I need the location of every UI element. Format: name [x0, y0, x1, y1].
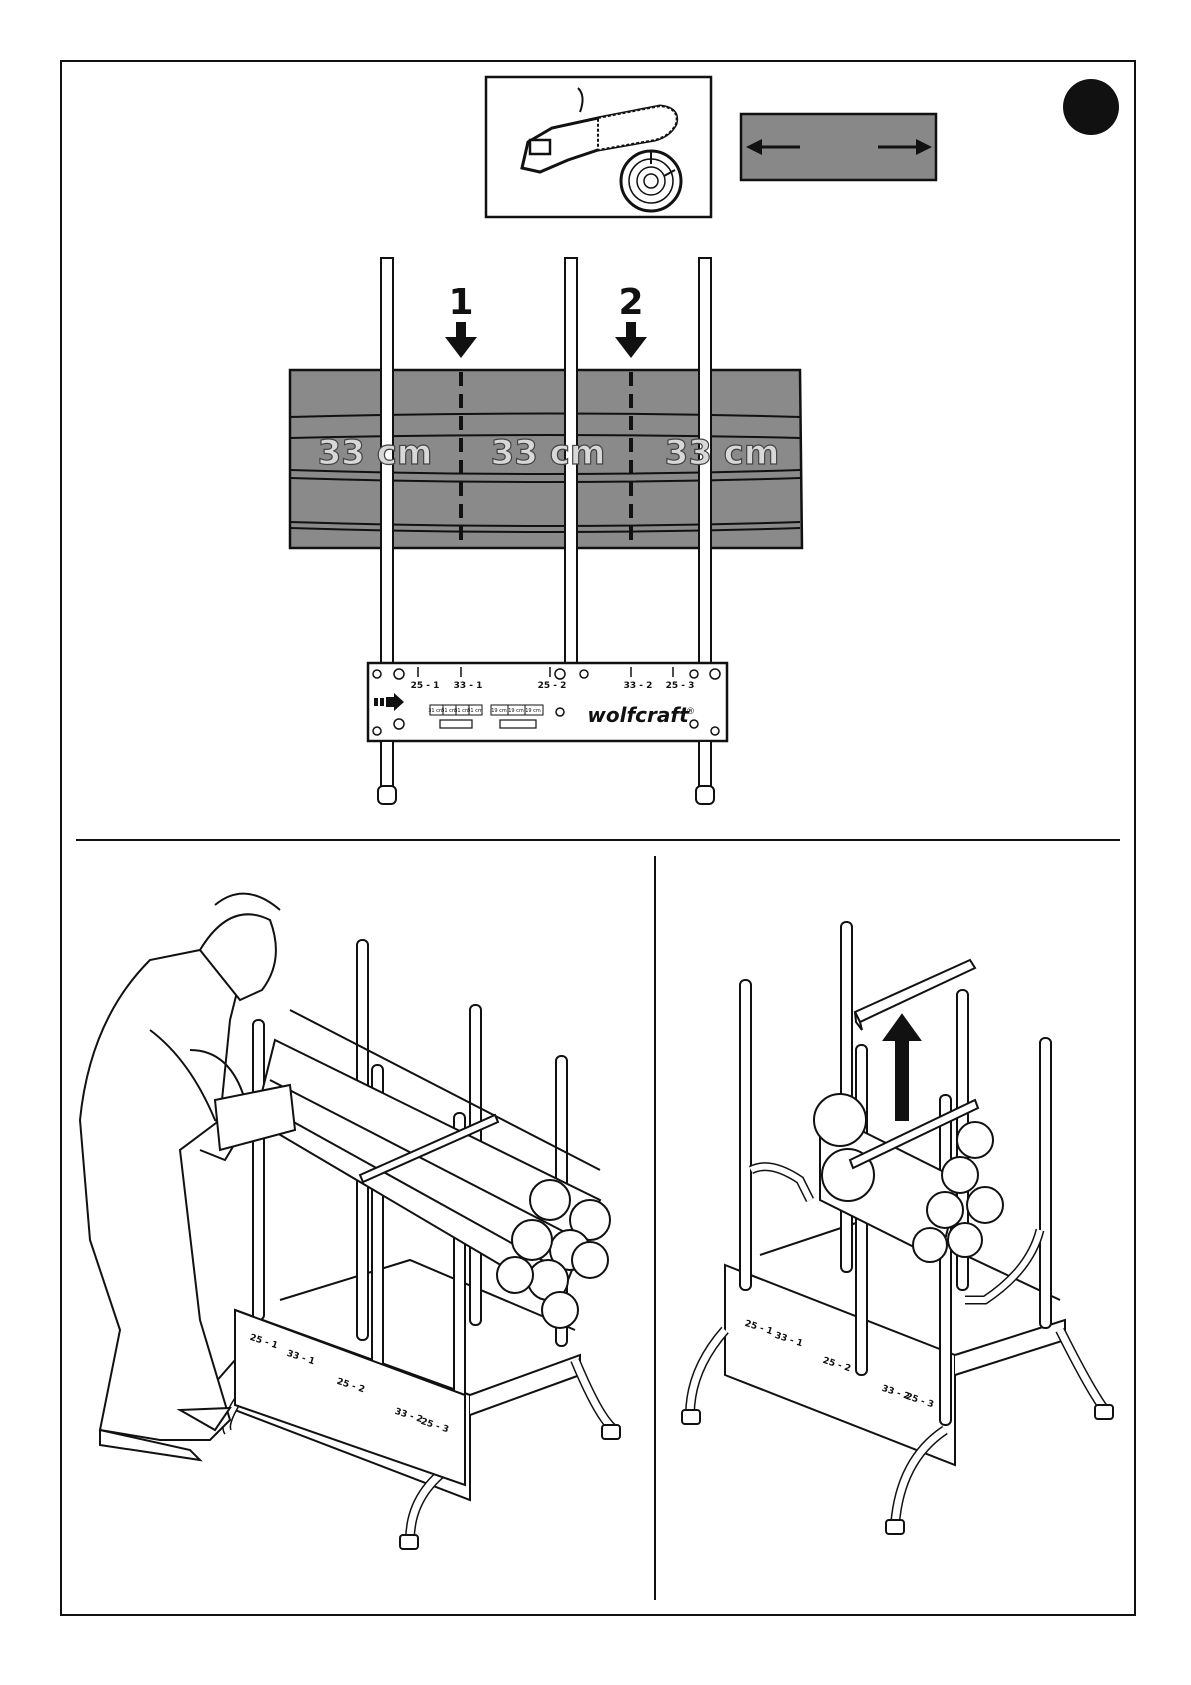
rail-tick-33-1: 33 - 1: [454, 681, 483, 691]
segment-label-left: 33 cm: [318, 433, 433, 473]
scale-b-label-2: 19 cm: [508, 708, 524, 714]
log-end-icon: [621, 151, 681, 211]
rail-tick-25-1: 25 - 1: [411, 681, 440, 691]
brand-logo: wolfcraft: [587, 703, 690, 727]
cut-marker-1: 1: [448, 282, 473, 323]
top-cut-diagram: 1 2 33 cm 33 cm 33 cm 25 - 1 33 - 1: [290, 258, 802, 804]
cut-marker-2: 2: [618, 282, 643, 323]
cut-arrow-2: [615, 322, 647, 358]
segment-label-middle: 33 cm: [491, 433, 606, 473]
rail-tick-25-2: 25 - 2: [538, 681, 567, 691]
chainsaw-icon-box: [486, 77, 711, 217]
cut-arrow-1: [445, 322, 477, 358]
segment-label-right: 33 cm: [665, 433, 780, 473]
scale-a-label-4: 31 cm: [467, 708, 483, 714]
lift-up-arrow-icon: [884, 1015, 920, 1120]
length-arrows-box: [741, 114, 936, 180]
brand-registered-mark: ®: [686, 707, 695, 717]
scale-rail: 25 - 1 33 - 1 25 - 2 33 - 2 25 - 3 31 cm…: [368, 663, 727, 741]
scale-b-label-1: 19 cm: [491, 708, 507, 714]
rail-tick-33-2: 33 - 2: [624, 681, 653, 691]
right-panel-guide-scene: [682, 922, 1113, 1534]
left-panel-sawing-scene: [80, 894, 620, 1549]
step-bullet: [1063, 79, 1119, 135]
scale-b-label-3: 19 cm: [525, 708, 541, 714]
rail-tick-25-3: 25 - 3: [666, 681, 695, 691]
